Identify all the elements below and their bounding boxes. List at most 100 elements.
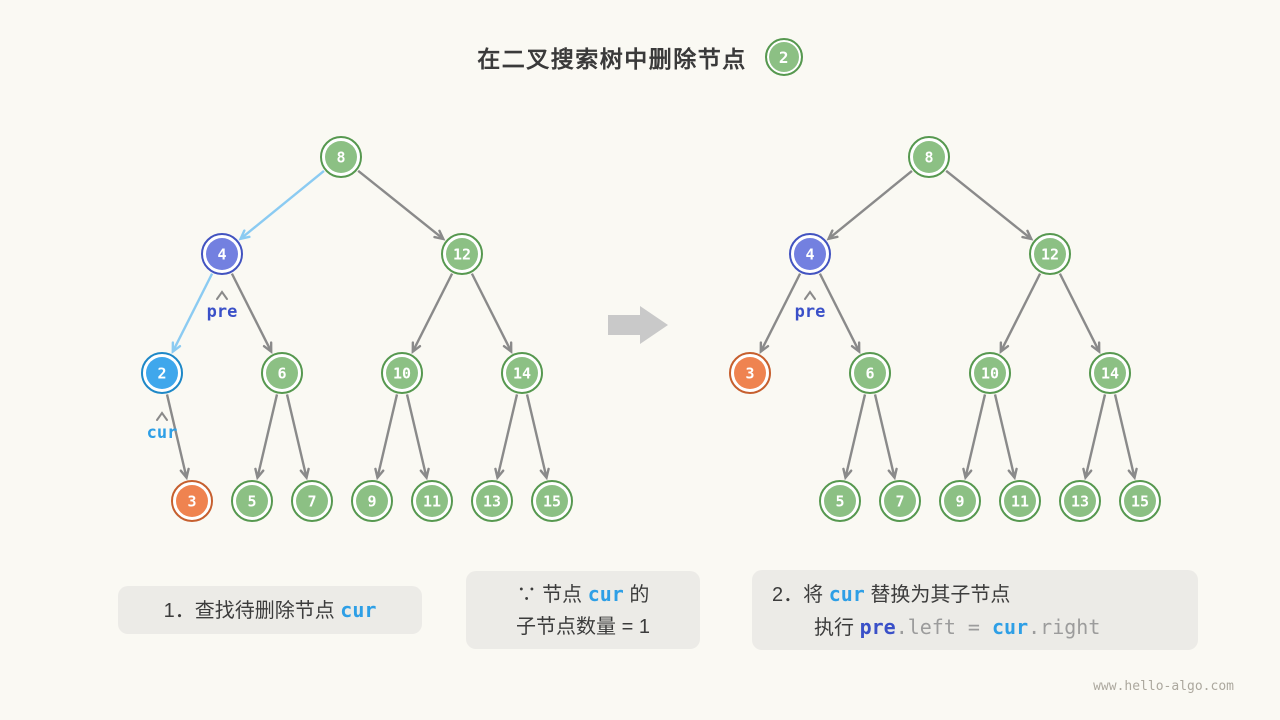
tree-node-value: 11 xyxy=(1011,493,1029,511)
tree-node-value: 7 xyxy=(307,493,316,511)
figure-title: 在二叉搜索树中删除节点 xyxy=(477,46,747,72)
tree-node-fill xyxy=(1094,357,1126,389)
tree-node-value: 8 xyxy=(924,149,933,167)
tree-edge xyxy=(1058,273,1101,353)
edge-arrowhead xyxy=(1127,467,1138,481)
tree-node-value: 12 xyxy=(1041,246,1059,264)
tree-node: 5 xyxy=(819,480,861,522)
tree-node-fill xyxy=(1004,485,1036,517)
tree-edge xyxy=(230,273,273,353)
tree-edge xyxy=(285,394,308,478)
tree-edge xyxy=(256,394,279,478)
tree-node: 7 xyxy=(879,480,921,522)
tree-node-value: 5 xyxy=(835,493,844,511)
tree-node: 14 xyxy=(501,352,543,394)
tree-edge xyxy=(1084,394,1107,478)
tree-node: 6 xyxy=(261,352,303,394)
pointer-caret-icon xyxy=(216,290,228,300)
tree-edge xyxy=(964,394,987,478)
caption-step2-line1: 2．将 cur 替换为其子节点 xyxy=(772,578,1198,611)
caption-segment: .left = xyxy=(895,615,993,639)
caption-segment: ∵ 节点 xyxy=(516,584,588,606)
tree-node-value: 15 xyxy=(1131,493,1149,511)
tree-node-fill xyxy=(913,141,945,173)
tree-node: 11 xyxy=(411,480,453,522)
caption-segment: 1．查找待删除节点 xyxy=(163,599,341,622)
caption-segment: 2．将 xyxy=(772,584,829,606)
edge-arrowhead xyxy=(842,467,853,481)
tree-node: 9 xyxy=(939,480,981,522)
pointer-label-cur: cur xyxy=(147,423,178,443)
tree-node-fill xyxy=(296,485,328,517)
tree-edge xyxy=(827,169,913,240)
edge-arrowhead xyxy=(374,467,385,481)
caption-reason: ∵ 节点 cur 的 子节点数量 = 1 xyxy=(466,571,700,649)
edge-arrowhead xyxy=(1082,467,1093,481)
tree-node-value: 12 xyxy=(453,246,471,264)
tree-node-value: 4 xyxy=(217,246,226,264)
caption-segment: 子节点数量 = 1 xyxy=(516,616,650,638)
caption-segment: .right xyxy=(1028,615,1101,639)
caption-segment: 的 xyxy=(623,584,650,606)
caption-segment: cur xyxy=(992,615,1029,639)
tree-node-fill xyxy=(944,485,976,517)
edge-arrowhead xyxy=(238,229,251,241)
caption-step2: 2．将 cur 替换为其子节点 执行 pre.left = cur.right xyxy=(752,570,1198,650)
tree-edge xyxy=(525,394,548,478)
tree-node-value: 9 xyxy=(955,493,964,511)
tree-node-value: 10 xyxy=(393,365,411,383)
tree-node-fill xyxy=(476,485,508,517)
caption-segment: cur xyxy=(828,582,865,606)
tree-node: 3 xyxy=(729,352,771,394)
tree-node-fill xyxy=(266,357,298,389)
tree-node: 14 xyxy=(1089,352,1131,394)
tree-node-fill xyxy=(206,238,238,270)
tree-node: 13 xyxy=(471,480,513,522)
tree-node-value: 3 xyxy=(187,493,196,511)
tree-node-fill xyxy=(236,485,268,517)
tree-node-fill xyxy=(386,357,418,389)
tree-node-fill xyxy=(974,357,1006,389)
tree-node: 13 xyxy=(1059,480,1101,522)
tree-node-value: 10 xyxy=(981,365,999,383)
edge-arrowhead xyxy=(962,467,973,481)
edge-arrowhead xyxy=(254,467,265,481)
tree-node-value: 5 xyxy=(247,493,256,511)
caption-segment: 执行 xyxy=(814,617,860,639)
edge-arrowhead xyxy=(999,341,1010,354)
tree-node-fill xyxy=(1064,485,1096,517)
tree-edge xyxy=(873,394,896,478)
tree-edge xyxy=(844,394,867,478)
caption-step2-line2: 执行 pre.left = cur.right xyxy=(772,611,1198,644)
pointer-caret-icon xyxy=(156,411,168,421)
edge-arrowhead xyxy=(494,467,505,481)
tree-node: 6 xyxy=(849,352,891,394)
tree-node-fill xyxy=(794,238,826,270)
tree-node-fill xyxy=(446,238,478,270)
tree-edge xyxy=(759,273,802,353)
tree-edge xyxy=(165,394,188,478)
tree-edge xyxy=(818,273,861,353)
edge-arrowhead xyxy=(1021,229,1034,241)
pointer-label-pre: pre xyxy=(795,302,826,322)
edge-arrowhead xyxy=(433,229,446,241)
tree-node: 7 xyxy=(291,480,333,522)
tree-node-fill xyxy=(536,485,568,517)
tree-edge xyxy=(376,394,399,478)
tree-node: 8 xyxy=(320,136,362,178)
tree-edge xyxy=(945,169,1033,240)
tree-node-fill xyxy=(824,485,856,517)
tree-node: 15 xyxy=(531,480,573,522)
watermark: www.hello-algo.com xyxy=(1093,679,1234,694)
tree-node-value: 6 xyxy=(865,365,874,383)
edge-arrowhead xyxy=(411,341,422,354)
caption-segment: cur xyxy=(340,597,377,622)
title-node-badge: 2 xyxy=(764,38,803,76)
tree-node-value: 4 xyxy=(805,246,814,264)
tree-edge xyxy=(496,394,519,478)
caption-segment: cur xyxy=(587,582,624,606)
edge-arrowhead xyxy=(850,341,861,354)
tree-node: 15 xyxy=(1119,480,1161,522)
